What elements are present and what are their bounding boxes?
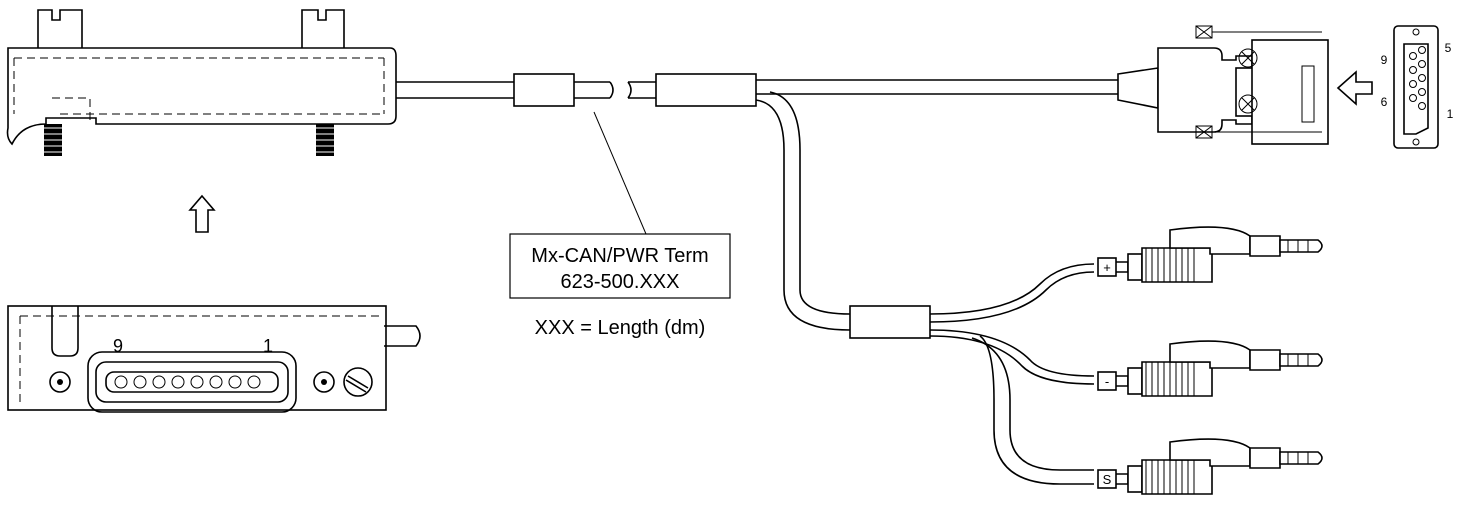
label-line2: 623-500.XXX — [561, 271, 680, 293]
main-cable — [396, 73, 1118, 331]
rail-pin-1: 1 — [263, 336, 273, 356]
screw-left — [44, 124, 62, 156]
label-leader-line — [593, 111, 647, 235]
dsub-pin-6: 6 — [1381, 95, 1388, 109]
cable-sleeve-2 — [655, 73, 757, 107]
dsub-pin-9: 9 — [1381, 53, 1388, 67]
rail-connector-front-view: 9 1 — [7, 305, 421, 413]
label-line1: Mx-CAN/PWR Term — [531, 245, 708, 267]
screw-right — [316, 124, 334, 156]
plug-label-minus: - — [1105, 374, 1109, 389]
dsub-connector — [1117, 25, 1329, 145]
plug-label-shield: S — [1103, 472, 1112, 487]
left-arrow-icon — [1336, 70, 1373, 106]
cable-sleeve-1 — [513, 73, 575, 107]
plug-label-plus: + — [1103, 260, 1111, 275]
rail-connector-side-view — [6, 9, 397, 156]
branch-splitter — [849, 263, 1095, 485]
dsub-pin-5: 5 — [1445, 41, 1452, 55]
dsub-pin-1: 1 — [1447, 107, 1454, 121]
banana-plug-plus: + — [1097, 226, 1323, 283]
banana-plug-shield: S — [1097, 438, 1323, 495]
banana-plug-minus: - — [1097, 340, 1323, 397]
length-note: XXX = Length (dm) — [535, 317, 706, 339]
up-arrow-icon — [188, 194, 216, 233]
rail-pin-9: 9 — [113, 336, 123, 356]
dsub-pin-face: 9 5 6 1 — [1381, 25, 1454, 149]
cable-label: Mx-CAN/PWR Term 623-500.XXX — [509, 233, 731, 299]
